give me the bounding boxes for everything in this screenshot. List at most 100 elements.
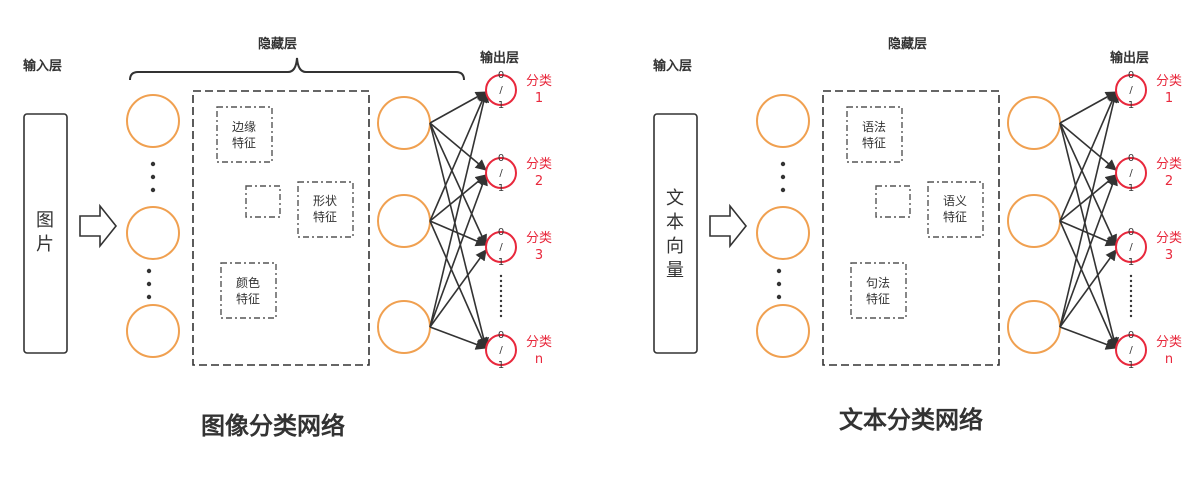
feature-label: 颜色 xyxy=(236,275,260,290)
class-index: 1 xyxy=(1165,91,1173,106)
hidden-node xyxy=(756,304,810,358)
svg-text:1: 1 xyxy=(498,360,504,371)
input-box-char: 文 xyxy=(666,188,684,209)
feature-box-empty xyxy=(245,185,281,218)
hidden-node xyxy=(377,300,431,354)
class-label: 分类 xyxy=(1156,231,1182,246)
svg-text:1: 1 xyxy=(1128,183,1134,194)
feature-label: 特征 xyxy=(232,135,256,150)
output-node: 0 / 1 xyxy=(1115,70,1147,111)
flow-arrow-icon xyxy=(79,203,118,249)
input-box-char: 向 xyxy=(666,236,684,257)
class-index: 3 xyxy=(1165,248,1173,263)
feature-label: 特征 xyxy=(943,209,967,224)
feature-label: 特征 xyxy=(866,291,890,306)
output-node: 0 / 1 xyxy=(485,330,517,371)
feature-extraction-box xyxy=(192,90,370,366)
svg-text:/: / xyxy=(1129,168,1133,179)
output-node: 0 / 1 xyxy=(485,227,517,268)
hidden-node xyxy=(1007,96,1061,150)
svg-text:0: 0 xyxy=(1128,330,1134,341)
feature-box-empty xyxy=(875,185,911,218)
svg-text:0: 0 xyxy=(498,330,504,341)
svg-text:1: 1 xyxy=(1128,257,1134,268)
input-box-char: 片 xyxy=(36,234,54,255)
hidden-node xyxy=(377,194,431,248)
hidden-node xyxy=(126,94,180,148)
class-label: 分类 xyxy=(526,335,552,350)
class-label: 分类 xyxy=(526,157,552,172)
svg-text:1: 1 xyxy=(498,257,504,268)
hidden-node xyxy=(756,94,810,148)
ellipsis-dots xyxy=(776,161,786,300)
text-network: 输入层 隐藏层 输出层 文 本 向 量 语法 特征 语义 特征 句法 特征 xyxy=(653,36,1182,434)
input-layer-label: 输入层 xyxy=(653,58,692,74)
svg-text:0: 0 xyxy=(498,70,504,81)
hidden-layer-brace xyxy=(129,57,465,81)
ellipsis-dots xyxy=(146,161,156,300)
feature-box-grammar xyxy=(846,106,903,163)
connections xyxy=(429,90,490,350)
feature-label: 形状 xyxy=(313,194,337,208)
feature-box-edge xyxy=(216,106,273,163)
svg-text:/: / xyxy=(1129,85,1133,96)
ellipsis-dots xyxy=(1129,274,1133,318)
input-box xyxy=(653,113,698,354)
hidden-node xyxy=(1007,194,1061,248)
output-node: 0 / 1 xyxy=(1115,227,1147,268)
class-index: n xyxy=(535,352,543,367)
hidden-node xyxy=(377,96,431,150)
feature-box-shape xyxy=(297,181,354,238)
input-box-char: 图 xyxy=(36,210,54,231)
feature-label: 语义 xyxy=(943,194,967,208)
svg-text:1: 1 xyxy=(1128,360,1134,371)
input-box xyxy=(23,113,68,354)
feature-box-semantic xyxy=(927,181,984,238)
network-title: 文本分类网络 xyxy=(839,406,983,434)
feature-label: 特征 xyxy=(236,291,260,306)
feature-label: 边缘 xyxy=(232,120,256,134)
feature-box-syntax xyxy=(850,262,907,319)
class-label: 分类 xyxy=(1156,335,1182,350)
class-label: 分类 xyxy=(1156,74,1182,89)
feature-label: 句法 xyxy=(866,276,890,290)
feature-extraction-box xyxy=(822,90,1000,366)
hidden-node xyxy=(126,304,180,358)
output-node: 0 / 1 xyxy=(485,153,517,194)
output-layer-label: 输出层 xyxy=(1110,50,1149,66)
output-node: 0 / 1 xyxy=(1115,153,1147,194)
svg-text:/: / xyxy=(499,242,503,253)
svg-text:1: 1 xyxy=(498,100,504,111)
svg-text:0: 0 xyxy=(498,227,504,238)
input-layer-label: 输入层 xyxy=(23,58,62,74)
feature-label: 语法 xyxy=(862,120,886,134)
class-index: 3 xyxy=(535,248,543,263)
class-label: 分类 xyxy=(1156,157,1182,172)
svg-text:0: 0 xyxy=(1128,153,1134,164)
svg-text:/: / xyxy=(499,345,503,356)
feature-label: 特征 xyxy=(862,135,886,150)
svg-text:/: / xyxy=(499,85,503,96)
output-node: 0 / 1 xyxy=(1115,330,1147,371)
class-index: 1 xyxy=(535,91,543,106)
svg-text:0: 0 xyxy=(498,153,504,164)
class-label: 分类 xyxy=(526,231,552,246)
input-box-char: 量 xyxy=(666,260,684,281)
feature-label: 特征 xyxy=(313,209,337,224)
hidden-layer-label: 隐藏层 xyxy=(888,36,927,52)
ellipsis-dots xyxy=(499,274,503,318)
hidden-node xyxy=(1007,300,1061,354)
feature-box-color xyxy=(220,262,277,319)
connections xyxy=(1059,90,1120,350)
image-network: 输入层 隐藏层 输出层 图 片 边缘 特征 形状 特征 颜色 特征 xyxy=(23,36,552,440)
hidden-node xyxy=(756,206,810,260)
svg-text:1: 1 xyxy=(1128,100,1134,111)
svg-text:/: / xyxy=(1129,345,1133,356)
input-box-char: 本 xyxy=(666,212,684,233)
class-index: 2 xyxy=(535,174,543,189)
hidden-node xyxy=(126,206,180,260)
class-label: 分类 xyxy=(526,74,552,89)
svg-text:/: / xyxy=(1129,242,1133,253)
svg-text:/: / xyxy=(499,168,503,179)
